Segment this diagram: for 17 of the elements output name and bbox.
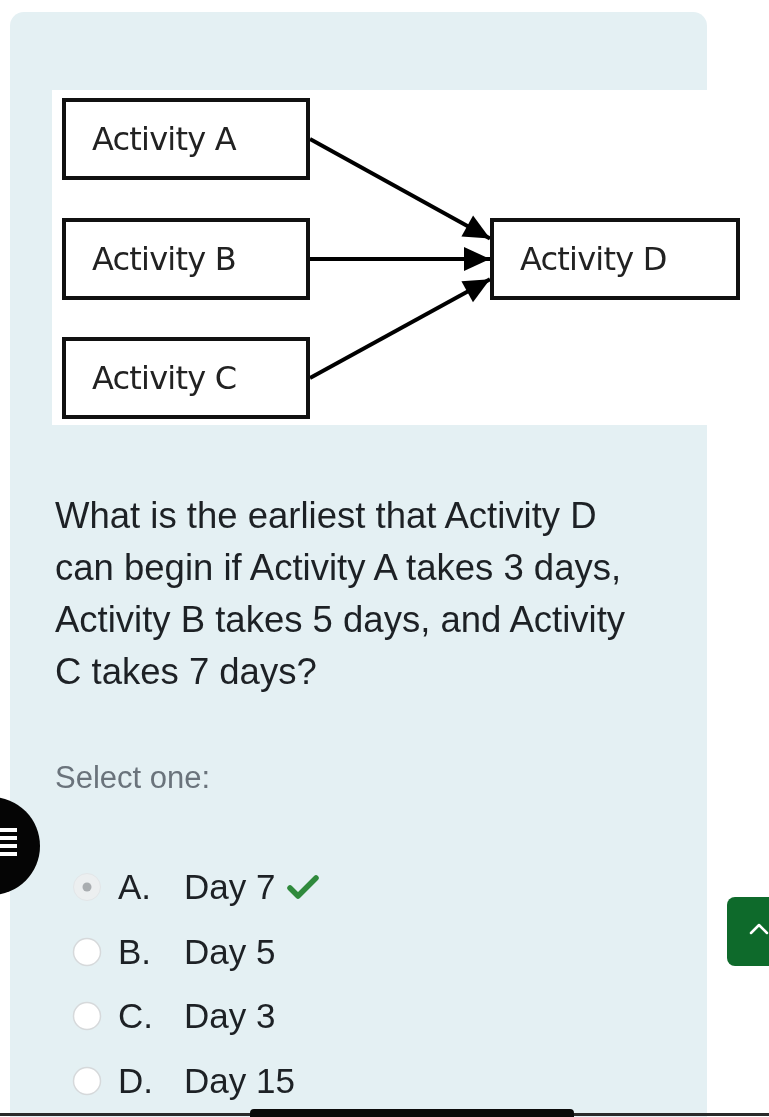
activity-box: Activity D — [490, 218, 740, 300]
activity-box: Activity A — [62, 98, 310, 180]
activity-box: Activity C — [62, 337, 310, 419]
arrow — [310, 247, 490, 271]
arrow — [309, 277, 491, 380]
option-label: Day 3 — [184, 997, 276, 1036]
prompt-text: Select one: — [55, 760, 211, 796]
option-label: Day 7 — [184, 868, 276, 906]
activity-box: Activity B — [62, 218, 310, 300]
option-letter: A. — [118, 868, 152, 906]
option-letter: B. — [118, 932, 152, 971]
question-text: What is the earliest that Activity D can begin if Activity A takes 3 days, Activity B takes 5 days, and Activity C takes 7 days? — [55, 494, 627, 694]
option-letter: D. — [118, 1061, 153, 1100]
option-label: Day 5 — [184, 932, 276, 971]
option-letter: C. — [118, 997, 153, 1036]
arrow — [309, 137, 491, 241]
option-label: Day 15 — [184, 1061, 295, 1100]
